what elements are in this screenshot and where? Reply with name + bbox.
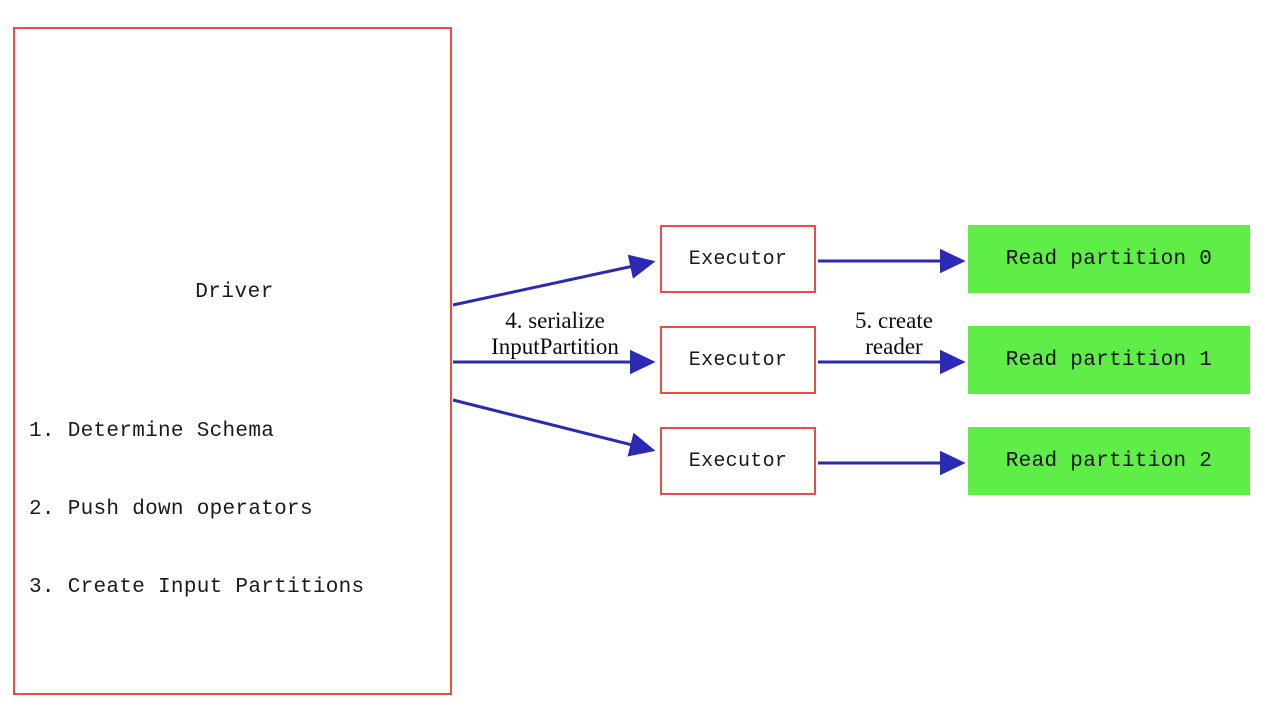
partition-label-0: Read partition 0 <box>1005 247 1213 271</box>
executor-box-0: Executor <box>660 225 816 293</box>
arrow-driver-to-executor-0 <box>452 254 656 307</box>
partition-box-1: Read partition 1 <box>968 326 1250 394</box>
driver-box: Driver 1. Determine Schema 2. Push down … <box>13 27 452 695</box>
driver-step-2: 2. Push down operators <box>29 498 313 521</box>
driver-steps-list: 1. Determine Schema 2. Push down operato… <box>29 367 364 653</box>
driver-step-1: 1. Determine Schema <box>29 420 275 443</box>
partition-label-2: Read partition 2 <box>1005 449 1213 473</box>
edge-label-create-reader-line2: reader <box>865 334 923 359</box>
executor-label-2: Executor <box>688 449 788 473</box>
partition-label-1: Read partition 1 <box>1005 348 1213 372</box>
edge-label-serialize-line2: InputPartition <box>491 334 619 359</box>
edge-label-create-reader-line1: 5. create <box>855 308 933 333</box>
edge-label-serialize: 4. serialize InputPartition <box>455 308 655 360</box>
driver-step-3: 3. Create Input Partitions <box>29 576 365 599</box>
arrow-driver-to-executor-2 <box>452 398 656 457</box>
executor-box-1: Executor <box>660 326 816 394</box>
driver-title: Driver <box>195 281 274 304</box>
partition-box-0: Read partition 0 <box>968 225 1250 293</box>
edge-label-serialize-line1: 4. serialize <box>505 308 605 333</box>
executor-label-1: Executor <box>688 348 788 372</box>
partition-box-2: Read partition 2 <box>968 427 1250 495</box>
executor-box-2: Executor <box>660 427 816 495</box>
executor-label-0: Executor <box>688 247 788 271</box>
edge-label-create-reader: 5. create reader <box>820 308 968 360</box>
